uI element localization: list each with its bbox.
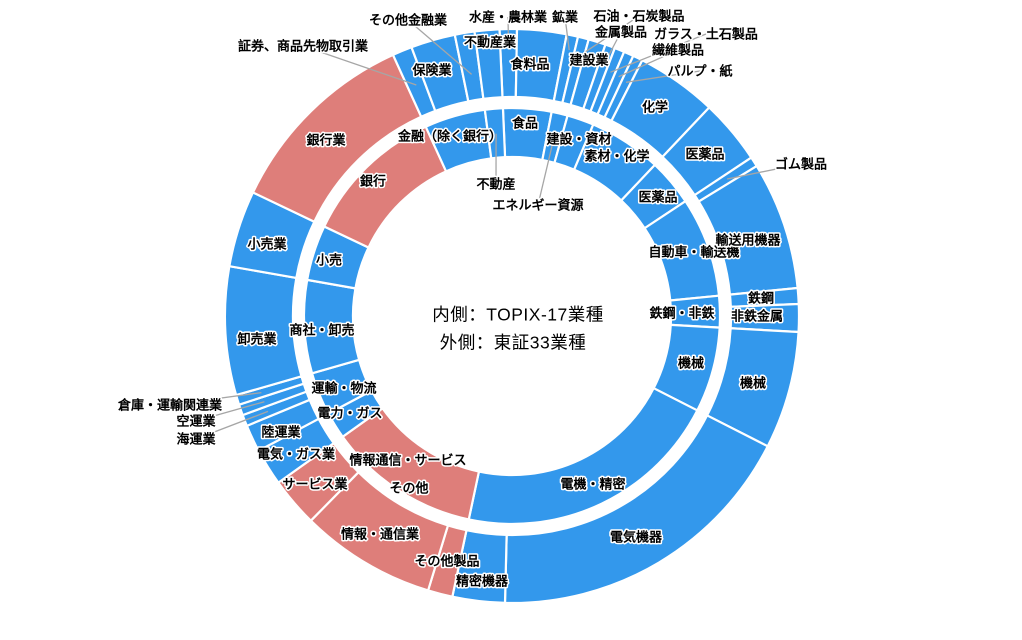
inner-segment-14-label: 小売 (316, 253, 342, 268)
outer-segment-31-label: 保険業 (411, 63, 452, 78)
outer-segment-4-label: 石油・石炭製品 (592, 9, 684, 24)
outer-segment-6-label: 金属製品 (594, 25, 647, 40)
outer-segment-18-label: 精密機器 (456, 574, 509, 589)
outer-segment-32-leader-line (407, 19, 473, 75)
outer-segment-14-label: 鉄鋼 (748, 291, 774, 306)
outer-segment-20-label: 情報・通信業 (341, 527, 420, 542)
inner-segment-16-label: 金融（除く銀行） (397, 129, 502, 144)
outer-segment-27-label: 卸売業 (237, 332, 277, 347)
outer-segment-12-leader-line (726, 163, 802, 180)
outer-segment-2-label: 食料品 (510, 57, 549, 72)
inner-segment-10-label: その他 (389, 481, 428, 496)
outer-segment-22-label: 電気・ガス業 (257, 447, 336, 462)
inner-segment-7-label: 鉄鋼・非鉄 (649, 306, 714, 321)
segments-layer (223, 27, 801, 605)
outer-segment-29-label: 銀行業 (306, 133, 346, 148)
outer-segment-33[interactable] (473, 28, 504, 100)
center-title-inner-ring: 内側：TOPIX-17業種 (432, 304, 604, 325)
inner-segment-10-label: 情報通信・サービス (349, 453, 466, 468)
center-title-outer-ring: 外側：東証33業種 (439, 332, 587, 353)
outer-segment-1-label: 水産・農林業 (469, 10, 548, 25)
outer-segment-8-leader-line (618, 49, 679, 78)
outer-segment-5-label: 建設業 (569, 53, 609, 68)
outer-segment-9-label: パルプ・紙 (667, 64, 732, 79)
inner-segment-17-label: 不動産 (476, 177, 515, 192)
outer-segment-3-label: 鉱業 (552, 10, 579, 25)
inner-segment-11-label: 電力・ガス (317, 406, 382, 421)
outer-segment-4-leader-line (578, 15, 640, 57)
inner-segment-1-label: 食品 (512, 116, 538, 131)
outer-segment-23-label: 陸運業 (261, 425, 301, 440)
inner-segment-3-label: 建設・資材 (546, 132, 611, 147)
outer-segment-9-leader-line (625, 70, 701, 83)
labels-layer: 食品エネルギー資源建設・資材素材・化学医薬品自動車・輸送機鉄鋼・非鉄機械電機・精… (115, 7, 828, 590)
outer-segment-10-label: 化学 (642, 100, 668, 115)
outer-segment-16-label: 機械 (740, 376, 766, 391)
outer-segment-25-leader-line (195, 401, 265, 422)
outer-segment-28-label: 小売業 (247, 237, 287, 252)
inner-segment-8-label: 機械 (678, 356, 704, 371)
outer-segment-30-label: 証券、商品先物取引業 (238, 39, 369, 54)
inner-segment-4-label: 素材・化学 (584, 149, 649, 164)
leader-lines-layer (169, 15, 802, 440)
outer-segment-32-label: その他金融業 (369, 13, 448, 28)
inner-segment-2-leader-line (537, 138, 555, 206)
inner-segment-9-label: 電機・精密 (560, 477, 625, 492)
outer-segment-6-leader-line (602, 31, 622, 68)
inner-segment-5-label: 医薬品 (638, 190, 677, 205)
inner-segment-15-label: 銀行 (360, 174, 386, 189)
inner-segment-6-label: 自動車・輸送機 (648, 245, 739, 260)
inner-segment-2-label: エネルギー資源 (492, 198, 583, 213)
outer-segment-15-label: 非鉄金属 (731, 309, 783, 324)
outer-segment-19-label: その他製品 (414, 554, 479, 569)
outer-segment-30-leader-line (302, 45, 417, 86)
outer-segment-7-leader-line (610, 33, 707, 73)
outer-segment-13-label: 輸送用機器 (715, 233, 781, 248)
outer-segment-24-label: 海運業 (176, 432, 216, 447)
outer-segment-17-label: 電気機器 (610, 530, 663, 545)
outer-segment-24-leader-line (195, 410, 269, 440)
outer-segment-26-leader-line (169, 391, 262, 406)
outer-segment-12-label: ゴム製品 (775, 157, 827, 172)
inner-segment-13-label: 商社・卸売 (289, 323, 354, 338)
outer-segment-25-label: 空運業 (176, 414, 216, 429)
outer-segment-3-leader-line (564, 16, 570, 51)
inner-segment-12-label: 運輸・物流 (311, 381, 376, 396)
outer-segment-7-label: ガラス・土石製品 (654, 27, 758, 42)
outer-segment-8-label: 繊維製品 (652, 43, 704, 58)
outer-segment-11-label: 医薬品 (685, 147, 724, 162)
outer-segment-26-label: 倉庫・運輸関連業 (117, 398, 223, 413)
outer-segment-21-label: サービス業 (282, 477, 348, 492)
outer-segment-33-label: 不動産業 (464, 35, 517, 50)
inner-segment-17[interactable] (483, 107, 507, 160)
